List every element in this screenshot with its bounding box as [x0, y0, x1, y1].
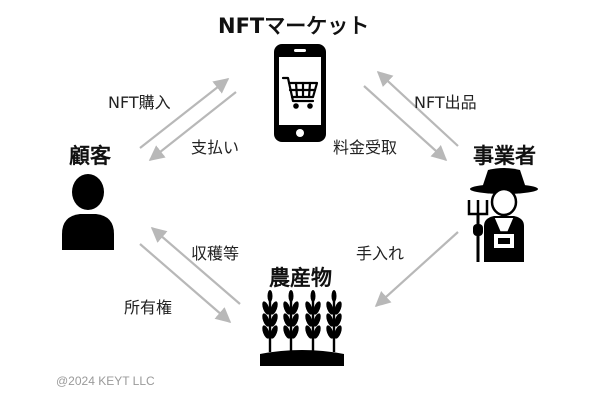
edge-label-nft-purchase: NFT購入	[108, 93, 171, 112]
copyright-text: @2024 KEYT LLC	[56, 374, 155, 388]
market-label: NFTマーケット	[218, 14, 370, 38]
customer-label: 顧客	[69, 144, 111, 168]
business-label: 事業者	[473, 144, 536, 168]
edge-label-ownership: 所有権	[124, 298, 173, 317]
arrow-customer-to-produce	[139, 243, 232, 324]
edge-label-nft-listing: NFT出品	[414, 93, 477, 112]
farmer-icon	[467, 168, 538, 262]
arrow-produce-to-customer	[150, 226, 241, 305]
edge-label-fee-receipt: 料金受取	[333, 138, 398, 157]
edge-label-harvest: 収穫等	[191, 244, 240, 263]
smartphone-cart-icon	[274, 44, 326, 142]
edge-label-payment: 支払い	[191, 138, 240, 157]
person-icon	[62, 174, 114, 250]
arrow-business-to-produce	[374, 231, 459, 308]
wheat-icon	[260, 290, 344, 366]
arrow-market-to-customer	[148, 91, 237, 161]
arrow-business-to-market	[376, 70, 459, 147]
produce-label: 農産物	[269, 266, 332, 290]
arrow-customer-to-market	[139, 78, 230, 149]
edge-label-care: 手入れ	[356, 244, 405, 263]
arrow-market-to-business	[363, 85, 448, 162]
